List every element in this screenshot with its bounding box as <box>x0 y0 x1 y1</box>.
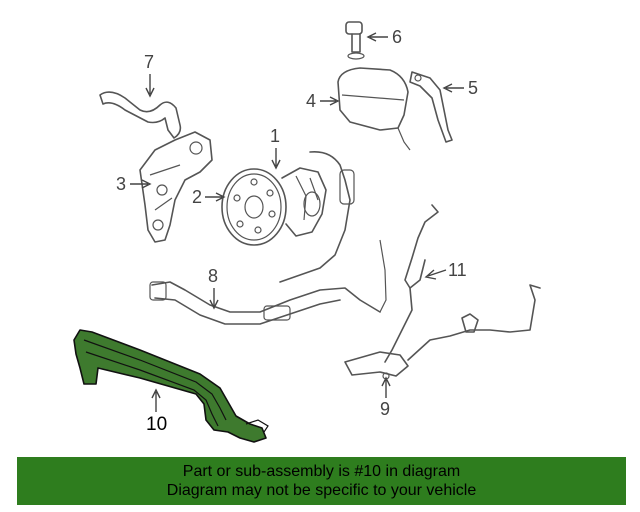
part-6-cap[interactable] <box>345 21 365 60</box>
part-3-bracket[interactable] <box>139 131 213 243</box>
leader-8 <box>209 288 219 310</box>
leader-6 <box>366 32 388 42</box>
leader-10 <box>151 388 161 412</box>
part-1-pump[interactable] <box>281 167 327 237</box>
callout-10: 10 <box>146 414 167 435</box>
part-8-hose[interactable] <box>149 239 387 325</box>
part-10-cooler-tube[interactable] <box>73 329 269 443</box>
callout-8: 8 <box>208 266 218 286</box>
part-5-bracket[interactable] <box>409 71 453 143</box>
callout-4: 4 <box>306 91 316 111</box>
parts-diagram: 7 3 2 1 4 <box>73 21 541 443</box>
callout-11: 11 <box>448 260 467 280</box>
leader-5 <box>442 83 464 93</box>
callout-1: 1 <box>270 126 280 146</box>
leader-3 <box>130 179 152 189</box>
callout-3: 3 <box>116 174 126 194</box>
callout-2: 2 <box>192 187 202 207</box>
leader-11 <box>424 269 447 280</box>
part-2-pulley[interactable] <box>221 168 287 246</box>
banner-line-1: Part or sub-assembly is #10 in diagram <box>182 463 461 480</box>
leader-7 <box>145 74 155 98</box>
pressure-hose <box>279 150 355 283</box>
callout-9: 9 <box>380 399 390 419</box>
leader-4 <box>320 96 340 106</box>
part-11-tube[interactable] <box>384 204 439 363</box>
callout-5: 5 <box>468 78 478 98</box>
callout-6: 6 <box>392 27 402 47</box>
leader-1 <box>271 148 281 170</box>
info-banner: Part or sub-assembly is #10 in diagram D… <box>17 457 626 505</box>
part-4-reservoir[interactable] <box>337 67 411 151</box>
banner-line-2: Diagram may not be specific to your vehi… <box>166 482 477 499</box>
part-9-assembly[interactable] <box>344 284 541 380</box>
part-7-hose[interactable] <box>99 91 182 139</box>
leader-2 <box>205 192 226 202</box>
callout-7: 7 <box>144 52 154 72</box>
leader-9 <box>381 376 391 398</box>
